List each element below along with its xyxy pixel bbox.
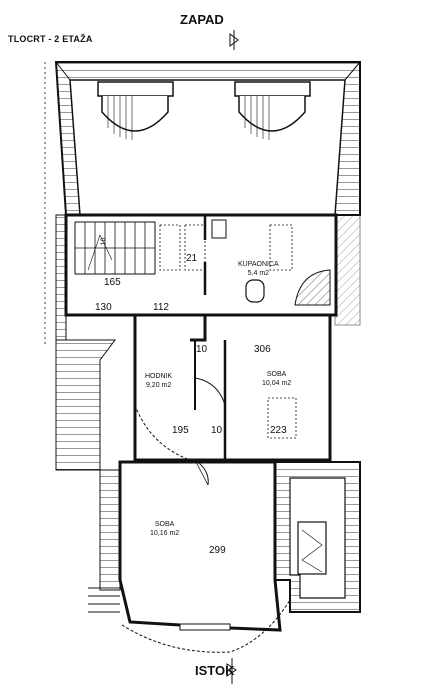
room-area: 9,20 m2 bbox=[145, 382, 172, 389]
upper-interior bbox=[64, 213, 338, 317]
dimension-195: 195 bbox=[172, 425, 189, 436]
dimension-299: 299 bbox=[209, 545, 226, 556]
exterior-wall-bottom-left bbox=[99, 469, 121, 591]
stair-step-count: 16 bbox=[100, 237, 108, 246]
compass-bottom-label: ISTOK bbox=[195, 663, 235, 678]
room-area: 10,04 m2 bbox=[262, 380, 292, 387]
room-label-bathroom: KUPAONICA 5,4 m2 bbox=[238, 260, 279, 278]
east-marker-symbol bbox=[226, 658, 237, 684]
room-name: KUPAONICA bbox=[238, 261, 279, 268]
exterior-wall-left bbox=[55, 214, 116, 471]
staircase bbox=[74, 221, 156, 275]
room-area: 10,16 m2 bbox=[150, 530, 180, 537]
lower-room bbox=[88, 459, 361, 653]
room-name: HODNIK bbox=[145, 373, 173, 380]
roof-window-right bbox=[234, 81, 311, 140]
compass-top-label: ZAPAD bbox=[180, 12, 224, 27]
room-area: 5,4 m2 bbox=[247, 270, 270, 277]
dimension-165: 165 bbox=[104, 277, 121, 288]
dimension-223: 223 bbox=[270, 425, 287, 436]
dimension-306: 306 bbox=[254, 344, 271, 355]
room-label-room-middle: SOBA 10,04 m2 bbox=[262, 370, 291, 388]
dimension-10-lower: 10 bbox=[211, 425, 223, 436]
dimension-130: 130 bbox=[95, 302, 112, 313]
roof-window-left bbox=[97, 81, 174, 140]
room-label-room-lower: SOBA 10,16 m2 bbox=[150, 520, 179, 538]
drawing-title: TLOCRT - 2 ETAŽA bbox=[8, 34, 93, 44]
dimension-10-upper: 10 bbox=[196, 344, 208, 355]
middle-rooms bbox=[133, 313, 332, 462]
west-marker-symbol bbox=[229, 30, 239, 50]
room-name: SOBA bbox=[266, 371, 287, 378]
room-label-corridor: HODNIK 9,20 m2 bbox=[145, 372, 172, 390]
exterior-wall-right bbox=[334, 214, 361, 326]
dimension-112: 112 bbox=[153, 302, 169, 313]
room-name: SOBA bbox=[154, 521, 175, 528]
dimension-21: 21 bbox=[186, 253, 198, 264]
